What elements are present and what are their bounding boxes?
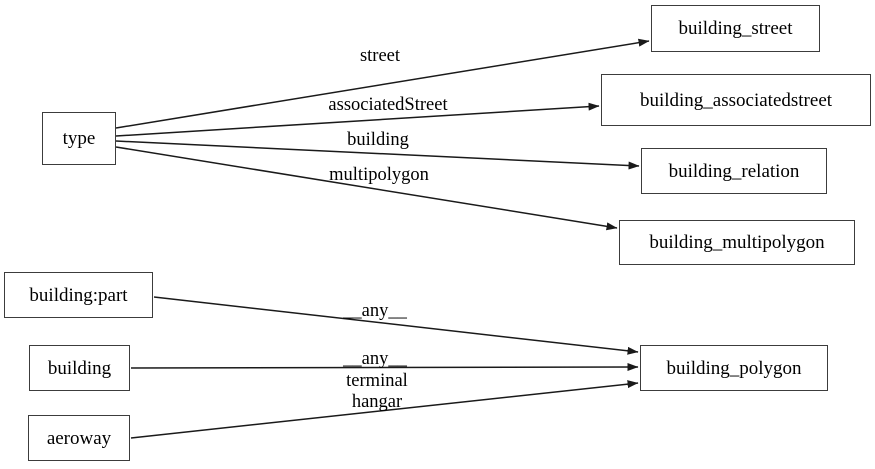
node-building_relation[interactable]: building_relation — [641, 148, 827, 194]
node-building_polygon[interactable]: building_polygon — [640, 345, 828, 391]
edge-building_part-to-building_polygon — [153, 296, 639, 355]
node-label: building — [47, 357, 112, 379]
edge-label-any-5: __any__ — [343, 349, 407, 369]
node-label: building_relation — [668, 160, 800, 182]
edge-type-to-building_relation — [115, 140, 640, 170]
edge-label-terminal-6: terminal — [346, 371, 408, 391]
edge-lines — [115, 38, 650, 439]
node-label: building:part — [29, 284, 128, 306]
edge-label-hangar-7: hangar — [351, 392, 403, 412]
edge-type-to-building_street — [115, 38, 650, 129]
edge-label-any-4: __any__ — [343, 301, 407, 321]
edge-building-to-building_polygon — [130, 363, 639, 372]
node-label: building_associatedstreet — [639, 89, 833, 111]
edge-type-to-building_associatedstreet — [115, 102, 600, 137]
node-building_street[interactable]: building_street — [651, 5, 820, 52]
edge-label-street-0: street — [359, 46, 401, 66]
edge-type-to-building_multipolygon — [115, 146, 618, 231]
node-building_part[interactable]: building:part — [4, 272, 153, 318]
edge-aeroway-to-building_polygon — [130, 380, 639, 439]
edge-label-multipolygon-3: multipolygon — [329, 165, 429, 185]
node-building_multipolygon[interactable]: building_multipolygon — [619, 220, 855, 265]
node-label: building_street — [678, 18, 793, 39]
edge-label-associatedStreet-1: associatedStreet — [328, 95, 448, 115]
node-label: building_polygon — [666, 357, 802, 379]
node-aeroway[interactable]: aeroway — [28, 415, 130, 461]
node-building_associatedstreet[interactable]: building_associatedstreet — [601, 74, 871, 126]
edge-label-building-2: building — [347, 130, 409, 150]
node-building[interactable]: building — [29, 345, 130, 391]
node-label: type — [62, 128, 96, 149]
node-label: building_multipolygon — [649, 232, 825, 253]
node-type[interactable]: type — [42, 112, 116, 165]
node-label: aeroway — [46, 427, 112, 449]
